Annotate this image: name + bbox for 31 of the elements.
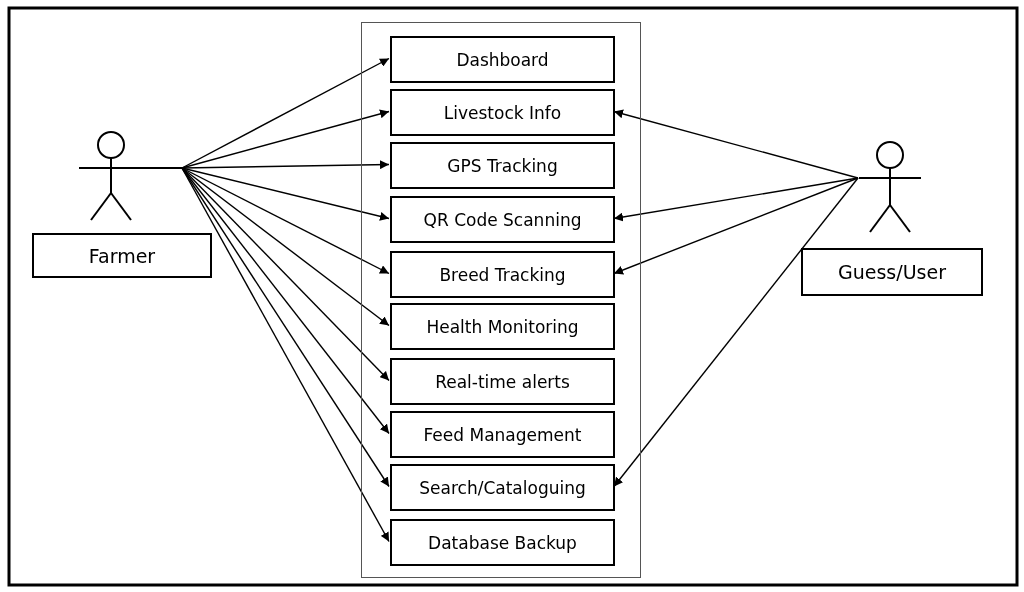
arrow (181, 167, 390, 275)
system-boundary (361, 22, 641, 578)
use-case-box (390, 36, 615, 83)
use-case-box (390, 251, 615, 298)
arrow (181, 160, 390, 170)
use-case-box (390, 196, 615, 243)
use-case-box (390, 358, 615, 405)
arrow (181, 57, 390, 169)
use-case-box (390, 411, 615, 458)
stick-figure-icon (858, 141, 922, 233)
use-case-box (390, 89, 615, 136)
node-text: Breed Tracking (439, 264, 566, 285)
node-text: Feed Management (423, 424, 582, 445)
use-case-box (390, 519, 615, 566)
use-case-box (390, 303, 615, 350)
node-text: Dashboard (456, 49, 549, 70)
actor-name-box (801, 248, 983, 296)
node-text: Health Monitoring (426, 316, 579, 337)
node-text: Guess/User (838, 261, 946, 283)
node-text: Search/Cataloguing (419, 477, 586, 498)
actor-name-box (32, 233, 212, 278)
node-text: Livestock Info (443, 102, 562, 123)
use-case-box (390, 464, 615, 511)
node-text: Real-time alerts (435, 371, 570, 392)
use-case-box (390, 142, 615, 189)
stick-figure-icon (78, 131, 182, 221)
node-text: GPS Tracking (447, 155, 558, 176)
arrow (181, 167, 390, 435)
node-text: QR Code Scanning (423, 209, 582, 230)
node-text: Farmer (88, 244, 156, 267)
node-text: Database Backup (428, 532, 577, 553)
